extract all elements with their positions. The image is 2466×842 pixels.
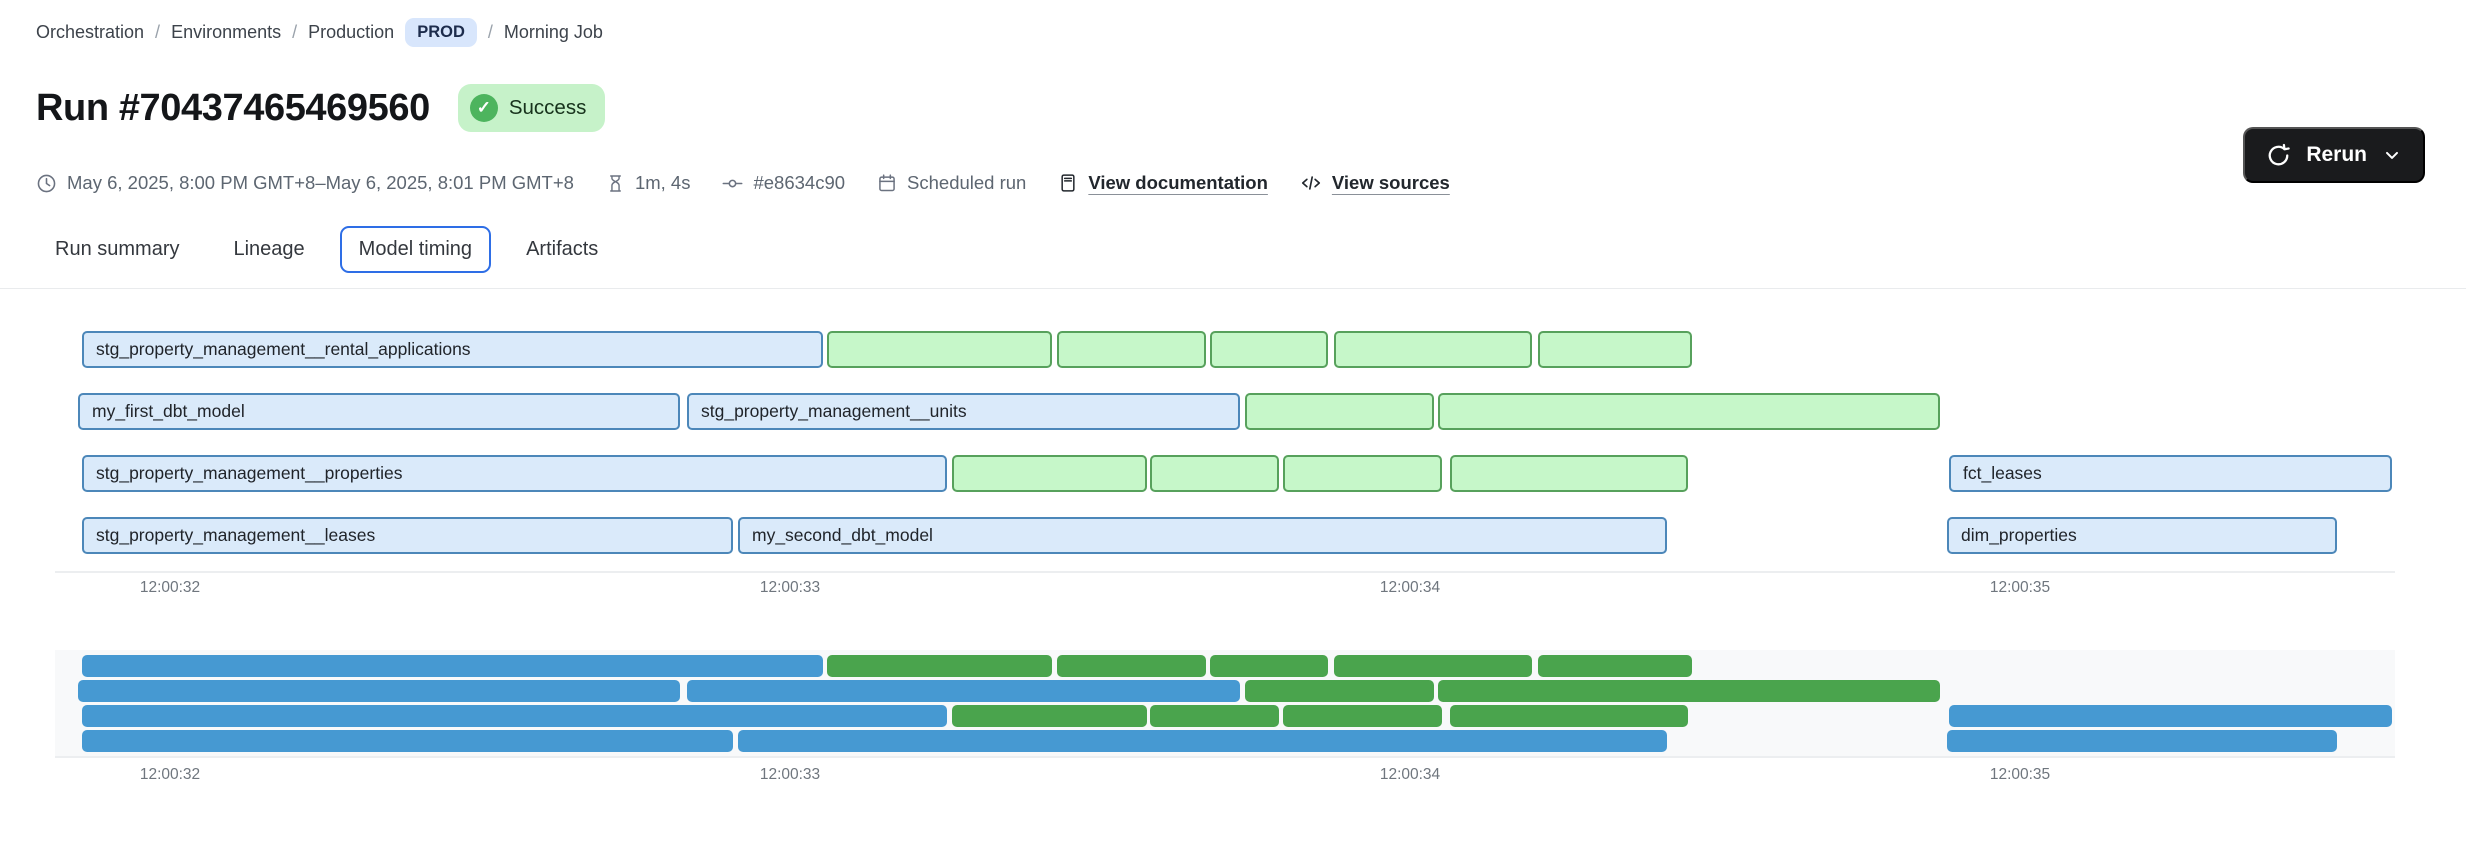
commit-icon — [722, 173, 743, 194]
chevron-down-icon[interactable] — [2382, 145, 2402, 165]
gantt-bar[interactable] — [1057, 331, 1206, 368]
breadcrumb-item-environments[interactable]: Environments — [171, 22, 281, 43]
gantt-bar[interactable] — [1210, 331, 1328, 368]
gantt-bar[interactable] — [1538, 331, 1692, 368]
gantt-bar-my_second_dbt_model[interactable]: my_second_dbt_model — [738, 517, 1667, 554]
minimap-bar — [738, 730, 1667, 752]
minimap-bar — [952, 705, 1147, 727]
status-label: Success — [509, 96, 586, 120]
breadcrumb-item-orchestration[interactable]: Orchestration — [36, 22, 144, 43]
axis-tick-label: 12:00:35 — [1990, 766, 2050, 784]
axis-tick-label: 12:00:32 — [140, 766, 200, 784]
commit-sha: #e8634c90 — [722, 172, 845, 194]
clock-icon — [36, 173, 57, 194]
gantt-bar[interactable] — [827, 331, 1052, 368]
breadcrumb-separator: / — [292, 22, 297, 43]
gantt-bar-stg_property_management__rental_applications[interactable]: stg_property_management__rental_applicat… — [82, 331, 823, 368]
run-trigger: Scheduled run — [877, 172, 1026, 194]
rerun-button[interactable]: Rerun — [2243, 127, 2425, 183]
gantt-bar-dim_properties[interactable]: dim_properties — [1947, 517, 2337, 554]
status-badge: ✓ Success — [458, 84, 605, 132]
axis-tick-label: 12:00:34 — [1380, 766, 1440, 784]
gantt-bar-stg_property_management__units[interactable]: stg_property_management__units — [687, 393, 1240, 430]
hourglass-icon — [606, 174, 625, 193]
minimap-axis-labels: 12:00:32 12:00:33 12:00:34 12:00:35 — [0, 766, 2466, 788]
minimap-bar — [78, 680, 680, 702]
gantt-bar[interactable] — [1334, 331, 1532, 368]
model-timing-gantt[interactable]: stg_property_management__rental_applicat… — [0, 331, 2466, 555]
gantt-bar[interactable] — [952, 455, 1147, 492]
run-duration: 1m, 4s — [606, 172, 691, 194]
minimap-bar — [1283, 705, 1442, 727]
gantt-bar[interactable] — [1283, 455, 1442, 492]
minimap-axis-line — [55, 756, 2395, 758]
refresh-icon — [2266, 143, 2291, 168]
breadcrumb-separator: / — [155, 22, 160, 43]
title-row: Run #70437465469560 ✓ Success — [36, 84, 605, 132]
main-axis-labels: 12:00:32 12:00:33 12:00:34 12:00:35 — [0, 579, 2466, 601]
axis-tick-label: 12:00:33 — [760, 579, 820, 597]
success-check-icon: ✓ — [470, 94, 498, 122]
tab-artifacts[interactable]: Artifacts — [507, 226, 617, 273]
minimap-bar — [1210, 655, 1328, 677]
minimap-bar — [1949, 705, 2392, 727]
minimap-bar — [1538, 655, 1692, 677]
breadcrumb: Orchestration / Environments / Productio… — [36, 18, 603, 47]
minimap-bar — [82, 655, 823, 677]
tab-model-timing[interactable]: Model timing — [340, 226, 491, 273]
minimap-bar — [1450, 705, 1688, 727]
axis-tick-label: 12:00:34 — [1380, 579, 1440, 597]
gantt-minimap[interactable] — [0, 650, 2466, 756]
tab-lineage[interactable]: Lineage — [214, 226, 323, 273]
gantt-bar-stg_property_management__properties[interactable]: stg_property_management__properties — [82, 455, 947, 492]
minimap-bar — [687, 680, 1240, 702]
minimap-bar — [1245, 680, 1434, 702]
breadcrumb-separator: / — [488, 22, 493, 43]
minimap-bar — [1947, 730, 2337, 752]
gantt-bar-my_first_dbt_model[interactable]: my_first_dbt_model — [78, 393, 680, 430]
tabs-divider — [0, 288, 2466, 289]
gantt-bar-fct_leases[interactable]: fct_leases — [1949, 455, 2392, 492]
environment-badge: PROD — [405, 18, 477, 47]
minimap-bar — [1150, 705, 1279, 727]
rerun-button-label: Rerun — [2306, 143, 2367, 167]
minimap-bar — [82, 730, 733, 752]
gantt-bar[interactable] — [1450, 455, 1688, 492]
breadcrumb-item-morning-job[interactable]: Morning Job — [504, 22, 603, 43]
gantt-bar[interactable] — [1438, 393, 1940, 430]
minimap-bar — [1438, 680, 1940, 702]
view-sources-link[interactable]: View sources — [1300, 172, 1450, 194]
run-meta-row: May 6, 2025, 8:00 PM GMT+8–May 6, 2025, … — [36, 172, 1450, 194]
code-icon — [1300, 172, 1322, 194]
breadcrumb-item-production[interactable]: Production — [308, 22, 394, 43]
axis-tick-label: 12:00:33 — [760, 766, 820, 784]
minimap-bar — [1334, 655, 1532, 677]
axis-tick-label: 12:00:32 — [140, 579, 200, 597]
gantt-bar[interactable] — [1245, 393, 1434, 430]
tab-bar: Run summary Lineage Model timing Artifac… — [36, 226, 617, 273]
document-icon — [1058, 173, 1078, 193]
gantt-bar[interactable] — [1150, 455, 1279, 492]
tab-run-summary[interactable]: Run summary — [36, 226, 198, 273]
axis-tick-label: 12:00:35 — [1990, 579, 2050, 597]
gantt-bar-stg_property_management__leases[interactable]: stg_property_management__leases — [82, 517, 733, 554]
minimap-bar — [82, 705, 947, 727]
run-time-range: May 6, 2025, 8:00 PM GMT+8–May 6, 2025, … — [36, 172, 574, 194]
minimap-bar — [827, 655, 1052, 677]
main-axis-line — [55, 571, 2395, 573]
minimap-bar — [1057, 655, 1206, 677]
view-documentation-link[interactable]: View documentation — [1058, 172, 1268, 194]
calendar-icon — [877, 173, 897, 193]
page-title: Run #70437465469560 — [36, 87, 430, 130]
